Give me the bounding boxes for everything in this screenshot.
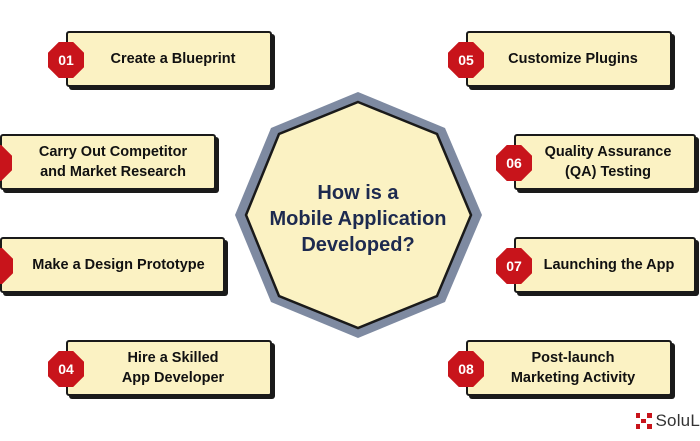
step-badge-4: 04 — [48, 351, 84, 387]
step-badge-3: 3 — [0, 248, 13, 284]
step-box-8: Post-launch Marketing Activity — [466, 340, 672, 396]
step-label-7: Launching the App — [543, 257, 675, 273]
diagram-title: How is a Mobile Application Developed? — [269, 182, 447, 256]
step-box-7: Launching the App — [514, 237, 696, 293]
step-label-8: Post-launch Marketing Activity — [510, 350, 636, 386]
step-badge-2: 2 — [0, 145, 12, 181]
step-badge-6: 06 — [496, 145, 532, 181]
step-box-6: Quality Assurance (QA) Testing — [514, 134, 696, 190]
step-box-3: Make a Design Prototype — [0, 237, 225, 293]
step-badge-5: 05 — [448, 42, 484, 78]
step-label-6: Quality Assurance (QA) Testing — [544, 144, 672, 180]
step-box-1: Create a Blueprint — [66, 31, 272, 87]
step-box-4: Hire a Skilled App Developer — [66, 340, 272, 396]
step-label-1: Create a Blueprint — [110, 51, 236, 67]
step-badge-7: 07 — [496, 248, 532, 284]
step-label-5: Customize Plugins — [508, 51, 638, 67]
step-badge-1: 01 — [48, 42, 84, 78]
octagon-inner-fill — [244, 100, 473, 330]
step-label-4: Hire a Skilled App Developer — [121, 350, 225, 386]
step-label-3: Make a Design Prototype — [32, 257, 205, 273]
step-box-5: Customize Plugins — [466, 31, 672, 87]
step-box-2: Carry Out Competitor and Market Research — [0, 134, 216, 190]
step-label-2: Carry Out Competitor and Market Research — [38, 144, 188, 180]
step-badge-8: 08 — [448, 351, 484, 387]
solulab-logo-icon — [635, 413, 652, 429]
brand-text: SoluL — [655, 411, 700, 430]
brand-logo: SoluL — [635, 408, 700, 434]
